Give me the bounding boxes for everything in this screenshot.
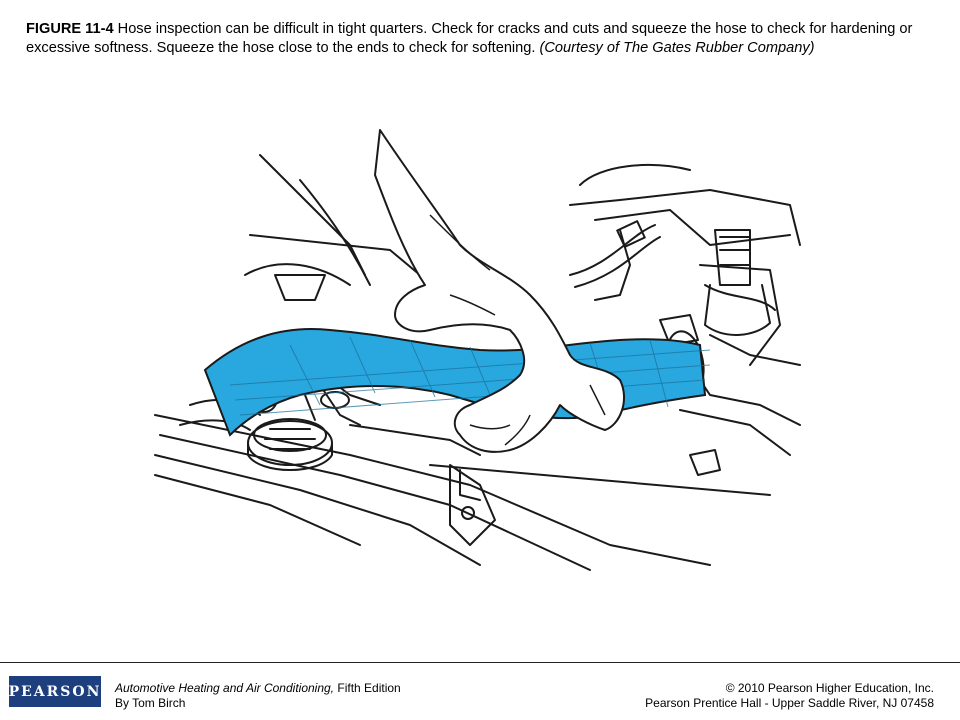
footer-copyright: © 2010 Pearson Higher Education, Inc. Pe…: [645, 681, 934, 711]
caption-text: Hose inspection can be difficult in tigh…: [26, 21, 913, 56]
footer-divider: [0, 662, 960, 663]
figure-label: FIGURE 11-4: [26, 21, 114, 37]
book-title: Automotive Heating and Air Conditioning,: [115, 681, 335, 695]
caption-credit: (Courtesy of The Gates Rubber Company): [539, 39, 815, 56]
hose-inspection-illustration: [154, 129, 801, 571]
publisher-text: Pearson Prentice Hall - Upper Saddle Riv…: [645, 696, 934, 710]
book-author: By Tom Birch: [115, 696, 186, 710]
pearson-logo: PEARSON: [9, 676, 101, 707]
copyright-text: © 2010 Pearson Higher Education, Inc.: [725, 681, 934, 695]
hand: [374, 129, 625, 453]
book-edition: Fifth Edition: [334, 681, 401, 695]
figure-caption: FIGURE 11-4 Hose inspection can be diffi…: [26, 20, 926, 57]
engine-bay-lines: [154, 154, 801, 571]
pearson-logo-text: PEARSON: [8, 683, 102, 700]
footer-book-info: Automotive Heating and Air Conditioning,…: [115, 681, 401, 711]
